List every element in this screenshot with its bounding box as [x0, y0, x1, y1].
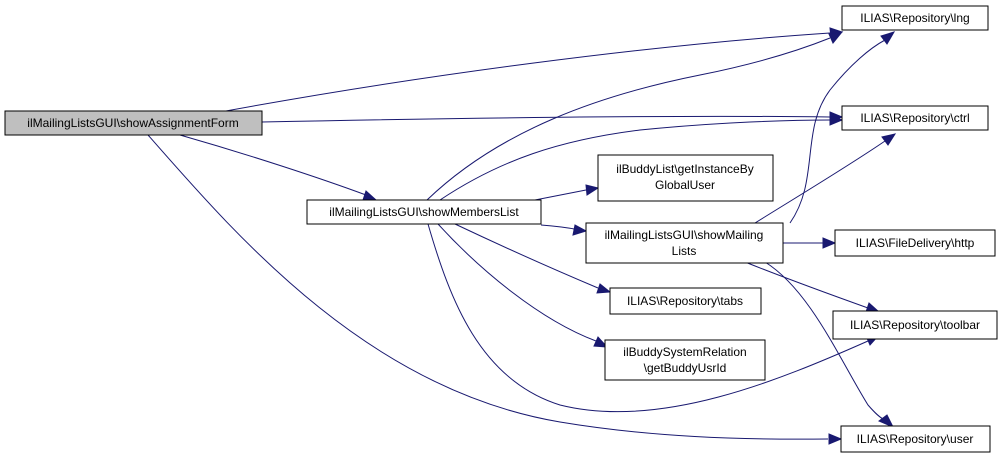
arrowhead	[362, 190, 378, 201]
node-label: ILIAS\Repository\lng	[860, 11, 969, 25]
node-show-members-list[interactable]: ilMailingListsGUI\showMembersList	[306, 199, 542, 225]
arrowhead	[822, 237, 837, 249]
edge-members-to-mailinglists	[540, 224, 575, 230]
node-repository-user[interactable]: ILIAS\Repository\user	[840, 425, 991, 453]
edge-assignment-to-lng	[214, 32, 831, 114]
arrowhead	[881, 133, 897, 146]
node-buddylist-get-instance[interactable]: ilBuddyList\getInstanceBy GlobalUser	[597, 154, 774, 202]
edge-assignment-to-user	[147, 134, 829, 440]
edge-mailinglists-to-user	[764, 261, 886, 421]
arrowhead	[828, 31, 844, 44]
node-filedelivery-http[interactable]: ILIAS\FileDelivery\http	[834, 229, 996, 257]
arrowhead	[828, 433, 843, 445]
edge-members-to-buddyusrid	[437, 223, 597, 342]
edge-assignment-to-members	[179, 134, 367, 196]
node-label: ILIAS\FileDelivery\http	[856, 236, 975, 250]
node-label: ilBuddySystemRelation	[623, 345, 746, 359]
node-repository-toolbar[interactable]: ILIAS\Repository\toolbar	[832, 310, 998, 340]
arrowhead	[829, 114, 844, 126]
edge-assignment-to-ctrl	[261, 115, 831, 123]
node-label: Lists	[672, 244, 697, 258]
edge-mailinglists-to-toolbar	[744, 261, 869, 309]
arrowhead	[880, 31, 896, 45]
edge-members-to-tabs	[454, 223, 599, 289]
edge-members-to-toolbar	[427, 223, 869, 413]
node-label: ILIAS\Repository\tabs	[627, 294, 743, 308]
node-label: ILIAS\Repository\ctrl	[860, 111, 969, 125]
node-buddysystem-get-buddy-usr-id[interactable]: ilBuddySystemRelation \getBuddyUsrId	[604, 339, 766, 381]
node-label: ILIAS\Repository\user	[857, 432, 974, 446]
node-show-assignment-form[interactable]: ilMailingListsGUI\showAssignmentForm	[4, 110, 263, 136]
node-show-mailing-lists[interactable]: ilMailingListsGUI\showMailing Lists	[585, 222, 784, 264]
node-label: ilMailingListsGUI\showAssignmentForm	[27, 116, 238, 130]
node-label: \getBuddyUsrId	[644, 361, 727, 375]
edge-mailinglists-to-lng	[789, 39, 886, 224]
edge-members-to-ctrl	[439, 119, 831, 201]
nodes: ilMailingListsGUI\showAssignmentForm ilM…	[4, 5, 998, 453]
arrowhead	[878, 414, 895, 428]
node-label: ilMailingListsGUI\showMailing	[605, 228, 764, 242]
edge-mailinglists-to-ctrl	[754, 140, 886, 224]
node-label: ilMailingListsGUI\showMembersList	[329, 205, 519, 219]
edge-members-to-lng	[426, 37, 831, 201]
arrowhead	[585, 184, 600, 196]
node-repository-tabs[interactable]: ILIAS\Repository\tabs	[609, 287, 762, 315]
node-label: GlobalUser	[655, 178, 715, 192]
node-repository-lng[interactable]: ILIAS\Repository\lng	[841, 5, 989, 31]
node-label: ILIAS\Repository\toolbar	[850, 318, 980, 332]
edges	[147, 27, 897, 445]
arrowhead	[593, 336, 609, 348]
arrowhead	[596, 283, 612, 294]
arrowhead	[572, 224, 588, 236]
edge-members-to-buddylist	[534, 189, 587, 201]
node-label: ilBuddyList\getInstanceBy	[616, 162, 753, 176]
node-repository-ctrl[interactable]: ILIAS\Repository\ctrl	[841, 105, 989, 131]
